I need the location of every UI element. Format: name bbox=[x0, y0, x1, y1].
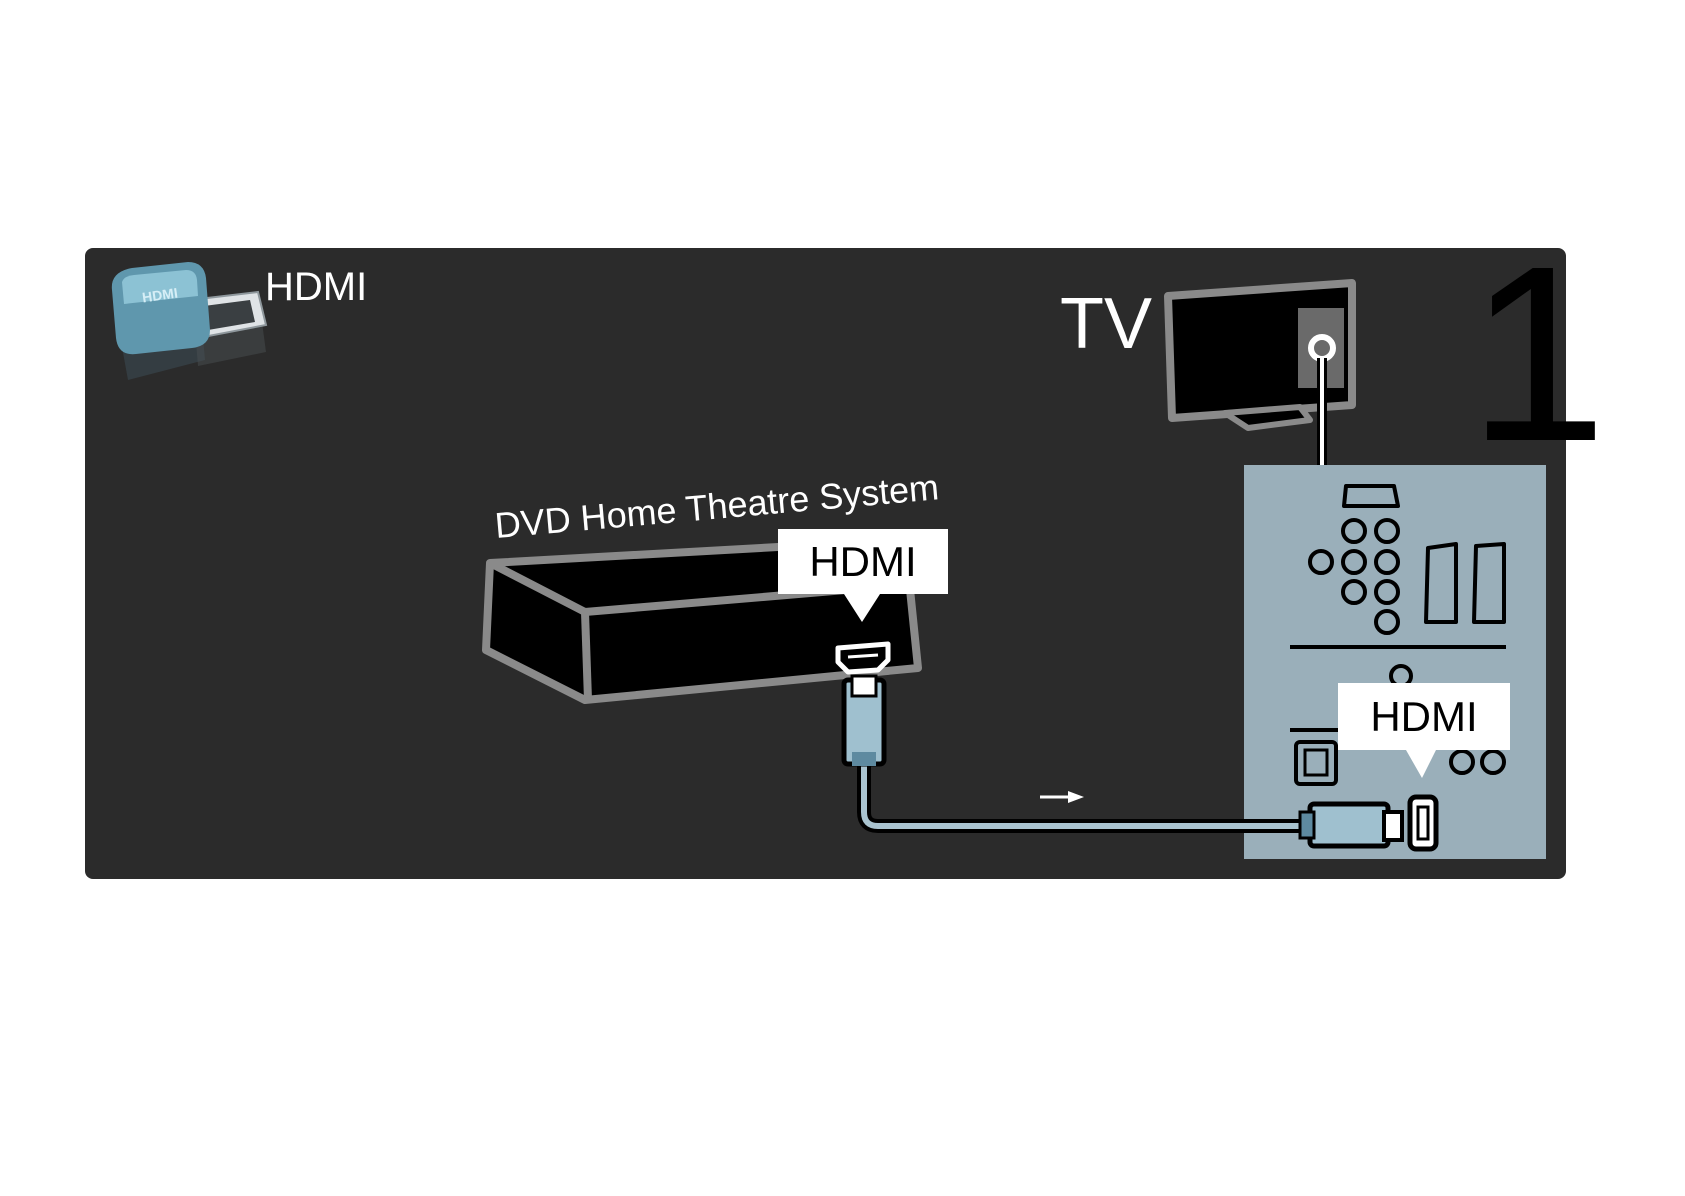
tv-port-callout-label: HDMI bbox=[1370, 693, 1477, 740]
tv-connector-panel bbox=[1244, 465, 1546, 859]
tv-hdmi-port-icon bbox=[1410, 797, 1436, 849]
connector-label: HDMI bbox=[265, 265, 367, 309]
tv-label: TV bbox=[1060, 284, 1152, 364]
step-number: 1 bbox=[1468, 214, 1607, 493]
device-port-callout-label: HDMI bbox=[809, 538, 916, 585]
